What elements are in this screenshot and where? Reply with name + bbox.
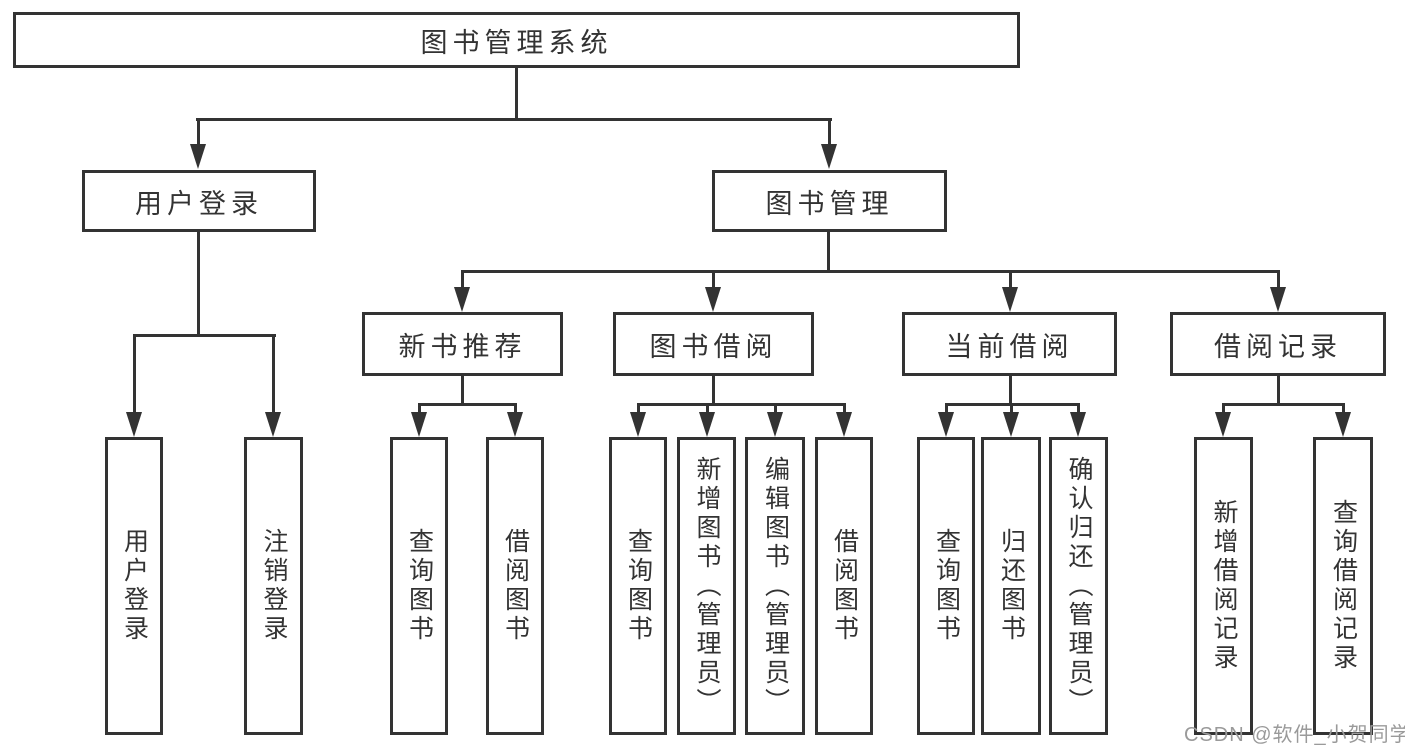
connector-hline (418, 403, 517, 406)
node-label: 编辑图书（管理员） (761, 455, 790, 717)
connector-vline (461, 376, 464, 406)
leaf-borrow-books: 借阅图书 (815, 437, 873, 735)
node-label: 归还图书 (997, 528, 1026, 644)
node-label: 查询借阅记录 (1329, 499, 1358, 673)
arrow-down-icon (507, 405, 523, 437)
connector-vline (515, 68, 518, 119)
connector-hline (461, 270, 1280, 273)
csdn-watermark: CSDN @软件_小贺同学 (1184, 724, 1405, 746)
arrow-down-icon (1335, 405, 1351, 437)
connector-hline (1222, 403, 1345, 406)
connector-hline (196, 118, 832, 121)
arrow-down-icon (190, 120, 206, 169)
connector-vline (197, 232, 200, 335)
node-label: 借阅图书 (501, 528, 530, 644)
arrow-down-icon (630, 405, 646, 437)
node-label: 确认归还（管理员） (1065, 455, 1093, 717)
arrow-down-icon (821, 120, 837, 169)
node-label: 注销登录 (260, 528, 288, 644)
node-label: 当前借阅 (945, 331, 1074, 362)
connector-hline (637, 403, 846, 406)
node-label: 图书管理系统 (420, 27, 613, 58)
node-book-borrow: 图书借阅 (613, 312, 814, 376)
leaf-confirm-return-admin: 确认归还（管理员） (1049, 437, 1108, 735)
leaf-query-books-borrow: 查询图书 (609, 437, 667, 735)
connector-vline (1009, 376, 1012, 406)
node-root: 图书管理系统 (13, 12, 1020, 68)
node-new-book-recommend: 新书推荐 (362, 312, 563, 376)
leaf-edit-books-admin: 编辑图书（管理员） (745, 437, 805, 735)
node-label: 用户登录 (120, 528, 149, 644)
leaf-logout: 注销登录 (244, 437, 303, 735)
arrow-down-icon (126, 336, 142, 437)
node-label: 查询图书 (405, 528, 434, 644)
connector-hline (945, 403, 1080, 406)
node-user-login: 用户登录 (82, 170, 316, 232)
node-label: 新增借阅记录 (1210, 499, 1238, 673)
leaf-add-books-admin: 新增图书（管理员） (677, 437, 736, 735)
connector-vline (827, 232, 830, 273)
arrow-down-icon (767, 405, 783, 437)
node-label: 图书借阅 (649, 331, 778, 362)
arrow-down-icon (1002, 272, 1018, 312)
arrow-down-icon (1003, 405, 1019, 437)
node-label: 新增图书（管理员） (693, 455, 721, 717)
node-label: 查询图书 (624, 528, 653, 644)
arrow-down-icon (705, 272, 721, 312)
node-current-borrow: 当前借阅 (902, 312, 1117, 376)
node-label: 用户登录 (135, 188, 263, 219)
leaf-return-books: 归还图书 (981, 437, 1041, 735)
leaf-query-books-recommend: 查询图书 (390, 437, 448, 735)
arrow-down-icon (699, 405, 715, 437)
arrow-down-icon (836, 405, 852, 437)
arrow-down-icon (265, 336, 281, 437)
leaf-query-borrow-record: 查询借阅记录 (1313, 437, 1373, 735)
arrow-down-icon (1270, 272, 1286, 312)
arrow-down-icon (938, 405, 954, 437)
arrow-down-icon (454, 272, 470, 312)
arrow-down-icon (1070, 405, 1086, 437)
node-borrow-records: 借阅记录 (1170, 312, 1386, 376)
leaf-borrow-books-recommend: 借阅图书 (486, 437, 544, 735)
connector-vline (1277, 376, 1280, 406)
leaf-user-login: 用户登录 (105, 437, 163, 735)
node-label: 借阅图书 (830, 528, 859, 644)
node-book-management: 图书管理 (712, 170, 947, 232)
node-label: 借阅记录 (1214, 331, 1342, 362)
arrow-down-icon (411, 405, 427, 437)
arrow-down-icon (1215, 405, 1231, 437)
node-label: 图书管理 (765, 188, 894, 219)
connector-vline (712, 376, 715, 406)
node-label: 新书推荐 (398, 331, 527, 362)
leaf-query-books-current: 查询图书 (917, 437, 975, 735)
node-label: 查询图书 (932, 528, 961, 644)
connector-hline (133, 334, 276, 337)
leaf-add-borrow-record: 新增借阅记录 (1194, 437, 1253, 735)
